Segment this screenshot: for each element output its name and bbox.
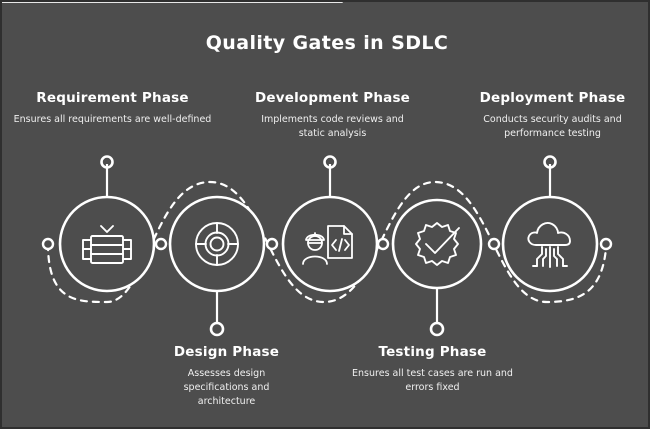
phase-desc-design: Assesses design specifications and archi… — [183, 368, 270, 407]
dot-design — [209, 321, 225, 337]
dot-requirement — [100, 155, 114, 169]
phase-circles — [58, 195, 599, 293]
circle-development — [281, 195, 379, 293]
phase-label-design: Design Phase Assesses design specificati… — [124, 344, 329, 408]
phase-title-deployment: Deployment Phase — [479, 90, 626, 106]
page-title: Quality Gates in SDLC — [205, 32, 449, 54]
node-dot-4 — [487, 237, 501, 251]
circle-deployment — [501, 195, 599, 293]
stem-end-dots — [100, 155, 557, 337]
phase-label-deployment: Deployment Phase Conducts security audit… — [450, 90, 648, 141]
phase-desc-deployment: Conducts security audits and performance… — [483, 114, 622, 139]
node-dot-1 — [154, 237, 168, 251]
node-dot-start — [41, 237, 55, 251]
dot-development — [323, 155, 337, 169]
developer-code-file-icon — [2, 2, 353, 265]
document-stack-check-icon — [82, 225, 132, 264]
phase-label-requirement: Requirement Phase Ensures all requiremen… — [10, 90, 215, 127]
phase-title-design: Design Phase — [173, 344, 280, 360]
phase-title-requirement: Requirement Phase — [36, 90, 189, 106]
circle-testing — [391, 198, 483, 290]
phase-desc-development: Implements code reviews and static analy… — [261, 114, 404, 139]
dashed-connector-path — [46, 180, 608, 304]
node-dot-2 — [265, 237, 279, 251]
node-dot-end — [599, 237, 613, 251]
gear-check-icon — [415, 222, 460, 266]
dot-testing — [429, 321, 445, 337]
phase-label-testing: Testing Phase Ensures all test cases are… — [330, 344, 535, 395]
node-dot-3 — [376, 237, 390, 251]
phase-label-development: Development Phase Implements code review… — [230, 90, 435, 141]
circle-design — [168, 195, 266, 293]
phase-desc-requirement: Ensures all requirements are well-define… — [13, 114, 212, 125]
dot-deployment — [543, 155, 557, 169]
cloud-circuit-icon — [527, 222, 571, 268]
phase-title-development: Development Phase — [254, 90, 411, 106]
segmented-wheel-icon — [195, 222, 239, 266]
phase-title-testing: Testing Phase — [378, 344, 487, 360]
phase-desc-testing: Ensures all test cases are run and error… — [352, 368, 513, 393]
circle-requirement — [58, 195, 156, 293]
